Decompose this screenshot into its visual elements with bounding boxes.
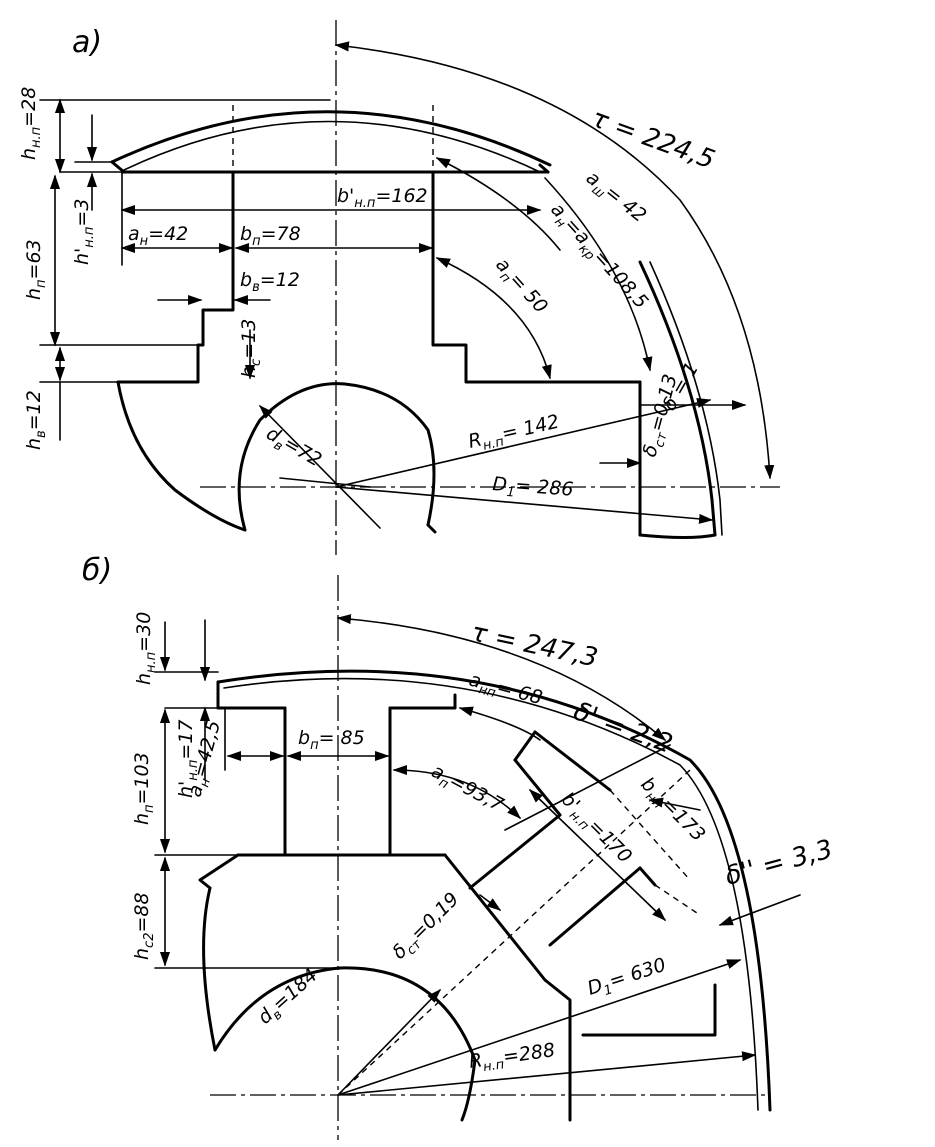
a-np-label-b: aнп= 68: [466, 669, 545, 713]
h-np-label-a: hн.п=28: [18, 87, 44, 160]
tau-arc-a: [334, 41, 775, 480]
pole-shoe-a: [110, 110, 552, 174]
shaft-b: [213, 966, 477, 1122]
svg-text:hc2=88: hc2=88: [131, 892, 157, 960]
d-v-label-b: dв=184: [254, 964, 325, 1031]
h-p-label-b: hп=103: [131, 752, 157, 825]
dims-left-b: [154, 619, 341, 969]
h-np2-label-a: h'н.п=3: [71, 199, 97, 265]
yoke-b: [202, 886, 717, 1122]
dims-radial-a: [258, 398, 714, 529]
svg-text:hc=13: hc=13: [238, 319, 264, 378]
labels-a: τ = 224,5 hн.п=28 h'н.п=3 hп=63 hв=12 b'…: [18, 87, 719, 505]
tau-arc-b: [336, 614, 667, 741]
delta-st-label-a: δст=0,13: [639, 372, 686, 460]
svg-text:hп=63: hп=63: [23, 239, 49, 300]
tau-label-a: τ = 224,5: [588, 103, 719, 175]
svg-text:hв=12: hв=12: [23, 390, 49, 450]
delta2-label-b: δ'' = 3,3: [722, 834, 836, 891]
dims-horiz-a: [120, 171, 542, 380]
svg-text:hн.п=30: hн.п=30: [133, 612, 159, 685]
pole-diagonal-b: [443, 730, 701, 982]
svg-text:hп=103: hп=103: [131, 752, 157, 825]
pole-body-a: [116, 105, 642, 384]
b-p-label-b: bп= 85: [298, 727, 365, 753]
delta1-label-b: δ' = 2,2: [570, 696, 677, 759]
b-v-label-a: bв=12: [240, 269, 300, 295]
shaft-a: [237, 382, 437, 534]
b-np2-label-b: b'н.п=170: [554, 788, 636, 870]
delta-st-label-b: δст=0,19: [388, 888, 466, 966]
labels-b: τ = 247,3 hн.п=30 h'н.п=17 hп=103 hc2=88…: [131, 612, 836, 1077]
dims-radial-b: [337, 769, 757, 1096]
R-np-label-a: Rн.п= 142: [466, 411, 562, 457]
svg-text:h'н.п=17: h'н.п=17: [175, 719, 201, 798]
panel-a: а): [18, 20, 780, 555]
panel-b-label: б): [82, 553, 112, 588]
d-v-label-a: dв=72: [261, 422, 326, 474]
dims-left-a: [39, 98, 331, 441]
a-p-label-a: aп= 50: [488, 254, 552, 321]
a-p-label-b: aп=93,7: [426, 760, 507, 820]
b-p-label-a: bп=78: [240, 223, 301, 249]
h-np2-label-b: h'н.п=17: [175, 719, 201, 798]
h-c2-label-b: hc2=88: [131, 892, 157, 960]
panel-b: б): [82, 553, 836, 1140]
h-c-label-a: hc=13: [238, 319, 264, 378]
R-np-label-b: Rн.п=288: [468, 1039, 557, 1077]
a-sh-label-a: aш= 42: [579, 167, 650, 230]
h-p-label-a: hп=63: [23, 239, 49, 300]
dims-angular-a: [435, 157, 747, 469]
svg-text:hн.п=28: hн.п=28: [18, 87, 44, 160]
D1-label-a: D1= 286: [491, 473, 574, 505]
b-np-label-a: b'н.п=162: [337, 185, 428, 211]
h-v-label-a: hв=12: [23, 390, 49, 450]
svg-text:h'н.п=3: h'н.п=3: [71, 199, 97, 265]
h-np-label-b: hн.п=30: [133, 612, 159, 685]
panel-a-label: а): [72, 25, 102, 60]
tau-label-b: τ = 247,3: [469, 618, 601, 674]
D1-label-b: D1= 630: [585, 954, 670, 1004]
a-n-label-a: aн=42: [128, 223, 188, 249]
